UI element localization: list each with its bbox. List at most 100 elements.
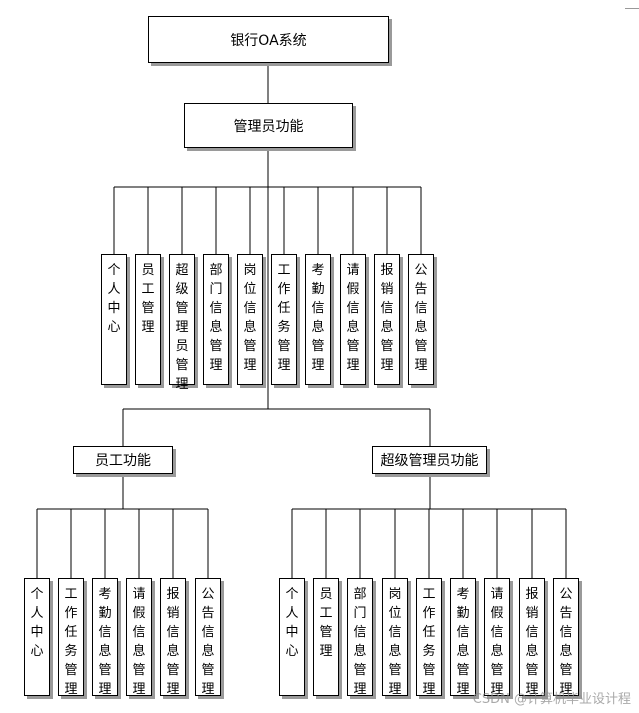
- leaf-char: 勤: [456, 606, 470, 621]
- leaf-char: 息: [388, 644, 402, 659]
- leaf-char: 信: [98, 625, 112, 640]
- leaf-char: 门: [353, 606, 367, 621]
- leaf-char: 息: [353, 644, 367, 659]
- leaf-char: 位: [388, 606, 402, 621]
- leaf-char: 员: [319, 587, 333, 602]
- leaf-char: 管: [525, 663, 539, 678]
- leaf-char: 请: [132, 587, 146, 602]
- leaf-char: 岗: [243, 263, 257, 278]
- leaf-char: 息: [346, 320, 360, 335]
- admin-item-4: 岗位信息管理: [237, 254, 263, 385]
- leaf-char: 信: [525, 625, 539, 640]
- leaf-char: 部: [209, 263, 223, 278]
- super_admin-item-8: 公告信息管理: [553, 578, 579, 697]
- leaf-char: 信: [559, 625, 573, 640]
- admin-item-8: 报销信息管理: [374, 254, 400, 385]
- leaf-char: 管: [277, 339, 291, 354]
- leaf-char: 位: [243, 282, 257, 297]
- leaf-char: 告: [559, 606, 573, 621]
- leaf-char: 信: [166, 625, 180, 640]
- leaf-char: 理: [456, 682, 470, 697]
- leaf-char: 假: [346, 282, 360, 297]
- leaf-char: 管: [422, 663, 436, 678]
- leaf-char: 理: [490, 682, 504, 697]
- admin-item-2: 超级管理员管理: [169, 254, 195, 392]
- leaf-char: 勤: [311, 282, 325, 297]
- leaf-char: 告: [414, 282, 428, 297]
- admin-item-9: 公告信息管理: [408, 254, 434, 385]
- leaf-char: 考: [98, 587, 112, 602]
- leaf-char: 息: [456, 644, 470, 659]
- leaf-char: 假: [490, 606, 504, 621]
- leaf-char: 理: [380, 358, 394, 373]
- leaf-char: 请: [346, 263, 360, 278]
- admin-item-7: 请假信息管理: [340, 254, 366, 385]
- leaf-char: 理: [422, 682, 436, 697]
- leaf-char: 息: [414, 320, 428, 335]
- leaf-char: 信: [201, 625, 215, 640]
- employee-label: 员工功能: [95, 453, 151, 469]
- leaf-char: 级: [175, 282, 189, 297]
- leaf-char: 公: [201, 587, 215, 602]
- leaf-char: 报: [525, 587, 539, 602]
- admin-label: 管理员功能: [233, 118, 304, 135]
- leaf-char: 务: [422, 644, 436, 659]
- super_admin-item-7: 报销信息管理: [519, 578, 545, 697]
- leaf-char: 管: [456, 663, 470, 678]
- leaf-char: 工: [141, 282, 155, 297]
- super_admin-item-3: 岗位信息管理: [382, 578, 408, 697]
- corner-mark: [625, 0, 639, 9]
- leaf-char: 员: [141, 263, 155, 278]
- leaf-char: 信: [388, 625, 402, 640]
- leaf-char: 理: [311, 358, 325, 373]
- leaf-char: 中: [107, 301, 121, 316]
- leaf-char: 理: [346, 358, 360, 373]
- leaf-char: 管: [132, 663, 146, 678]
- leaf-char: 管: [64, 663, 78, 678]
- leaf-char: 假: [132, 606, 146, 621]
- leaf-char: 管: [319, 625, 333, 640]
- leaf-char: 息: [201, 644, 215, 659]
- leaf-char: 管: [490, 663, 504, 678]
- leaf-char: 任: [277, 301, 291, 316]
- leaf-char: 息: [166, 644, 180, 659]
- admin-item-6: 考勤信息管理: [305, 254, 331, 385]
- leaf-char: 工: [64, 587, 78, 602]
- leaf-char: 理: [243, 358, 257, 373]
- leaf-char: 管: [98, 663, 112, 678]
- employee-item-0: 个人中心: [24, 578, 50, 696]
- leaf-char: 管: [166, 663, 180, 678]
- leaf-char: 信: [243, 301, 257, 316]
- leaf-char: 销: [380, 282, 394, 297]
- admin-item-1: 员工管理: [135, 254, 161, 385]
- leaf-char: 管: [175, 301, 189, 316]
- leaf-char: 心: [107, 320, 121, 335]
- employee-item-1: 工作任务管理: [58, 578, 84, 697]
- employee-item-3: 请假信息管理: [126, 578, 152, 697]
- leaf-char: 中: [285, 625, 299, 640]
- leaf-char: 信: [209, 301, 223, 316]
- leaf-char: 管: [353, 663, 367, 678]
- leaf-char: 考: [311, 263, 325, 278]
- leaf-char: 理: [175, 320, 189, 335]
- leaf-char: 任: [64, 625, 78, 640]
- leaf-char: 心: [285, 644, 299, 659]
- employee-item-5: 公告信息管理: [195, 578, 221, 697]
- super_admin-item-0: 个人中心: [279, 578, 305, 696]
- employee-item-4: 报销信息管理: [160, 578, 186, 697]
- leaf-char: 管: [380, 339, 394, 354]
- leaf-char: 公: [559, 587, 573, 602]
- leaf-char: 理: [559, 682, 573, 697]
- super-admin-label: 超级管理员功能: [380, 453, 479, 469]
- leaf-char: 销: [525, 606, 539, 621]
- leaf-char: 信: [414, 301, 428, 316]
- leaf-char: 信: [346, 301, 360, 316]
- leaf-char: 部: [353, 587, 367, 602]
- leaf-char: 管: [141, 301, 155, 316]
- leaf-char: 理: [353, 682, 367, 697]
- leaf-char: 心: [30, 644, 44, 659]
- leaf-char: 报: [380, 263, 394, 278]
- leaf-char: 息: [243, 320, 257, 335]
- leaf-char: 管: [201, 663, 215, 678]
